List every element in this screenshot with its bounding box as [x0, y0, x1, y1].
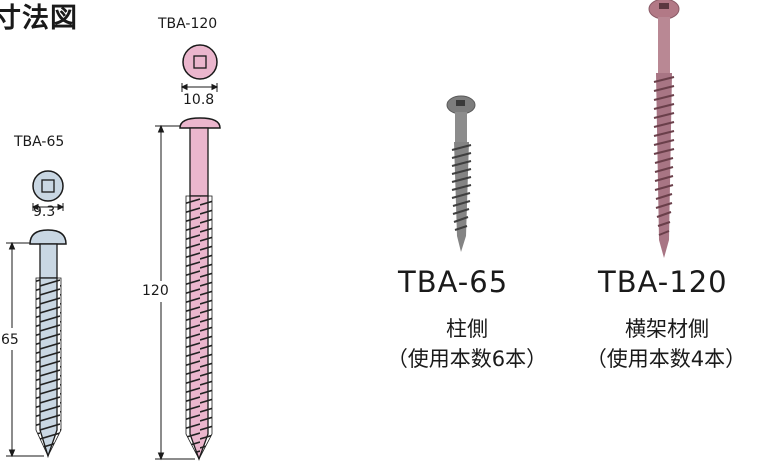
page-title: 寸法図	[0, 3, 78, 34]
tba120-length: 120	[142, 283, 169, 299]
tba65-photo-label: TBA-65	[398, 265, 509, 299]
square-drive-head-icon	[41, 179, 55, 193]
tba65-length: 65	[1, 332, 19, 348]
tba65-screw-side-view	[29, 229, 67, 459]
tba120-screw-photo	[648, 0, 680, 258]
tba65-head-width: 9.3	[33, 204, 56, 220]
tba65-drawing-label: TBA-65	[14, 134, 65, 150]
tba65-usage: 柱側	[446, 317, 488, 341]
tba65-screw-photo	[446, 95, 476, 252]
tba120-head-top-icon	[182, 44, 218, 80]
tba120-head-width: 10.8	[183, 92, 215, 108]
tba120-drawing-label: TBA-120	[158, 16, 218, 32]
tba120-photo-label: TBA-120	[598, 265, 728, 299]
tba120-usage: 横架材側	[625, 317, 709, 341]
tba120-screw-side-view	[179, 117, 221, 461]
tba65-count: （使用本数6本）	[386, 347, 548, 371]
tba120-count: （使用本数4本）	[585, 347, 747, 371]
tba65-head-top-icon	[32, 170, 64, 202]
